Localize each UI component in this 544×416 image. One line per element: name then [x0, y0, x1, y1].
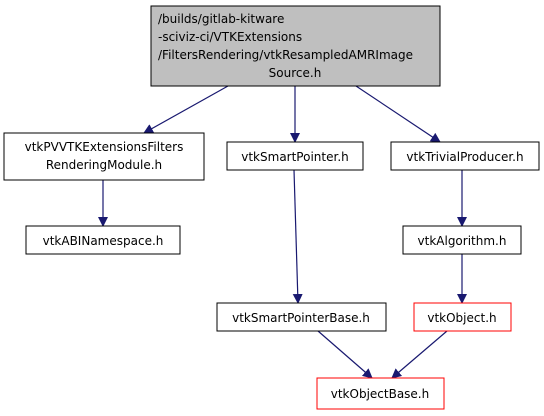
- node-label-line: RenderingModule.h: [46, 158, 162, 172]
- node-object-base[interactable]: vtkObjectBase.h: [316, 377, 445, 410]
- node-filters-rendering-module[interactable]: vtkPVVTKExtensionsFilters RenderingModul…: [3, 132, 205, 181]
- edge-object-to-objectbase: [391, 330, 448, 379]
- node-label: vtkSmartPointer.h: [241, 150, 348, 164]
- node-resampled-amr-image-source[interactable]: /builds/gitlab-kitware -sciviz-ci/VTKExt…: [150, 5, 441, 87]
- node-smart-pointer-base[interactable]: vtkSmartPointerBase.h: [216, 302, 387, 332]
- edge-root-to-module: [143, 85, 229, 134]
- edge-root-to-trivialproducer: [355, 85, 441, 143]
- node-label: vtkObject.h: [427, 311, 496, 325]
- node-abi-namespace[interactable]: vtkABINamespace.h: [25, 225, 181, 255]
- node-label: vtkSmartPointerBase.h: [232, 311, 370, 325]
- edge-smartpointer-to-smartpointerbase: [292, 169, 303, 304]
- node-label: vtkAlgorithm.h: [418, 234, 507, 248]
- node-label-line: /FiltersRendering/vtkResampledAMRImage: [158, 48, 413, 62]
- node-label-line: vtkPVVTKExtensionsFilters: [25, 140, 184, 154]
- node-smart-pointer[interactable]: vtkSmartPointer.h: [226, 141, 364, 171]
- node-label: vtkABINamespace.h: [43, 234, 164, 248]
- node-label: vtkObjectBase.h: [331, 387, 429, 401]
- node-label-line: /builds/gitlab-kitware: [158, 12, 284, 26]
- node-trivial-producer[interactable]: vtkTrivialProducer.h: [390, 141, 540, 171]
- node-object[interactable]: vtkObject.h: [413, 302, 512, 332]
- edges: [98, 85, 467, 379]
- node-label: vtkTrivialProducer.h: [406, 150, 523, 164]
- node-label-line: -sciviz-ci/VTKExtensions: [158, 30, 302, 44]
- node-algorithm[interactable]: vtkAlgorithm.h: [402, 225, 522, 255]
- node-label-line: Source.h: [269, 66, 322, 80]
- edge-smartpointerbase-to-objectbase: [317, 330, 373, 379]
